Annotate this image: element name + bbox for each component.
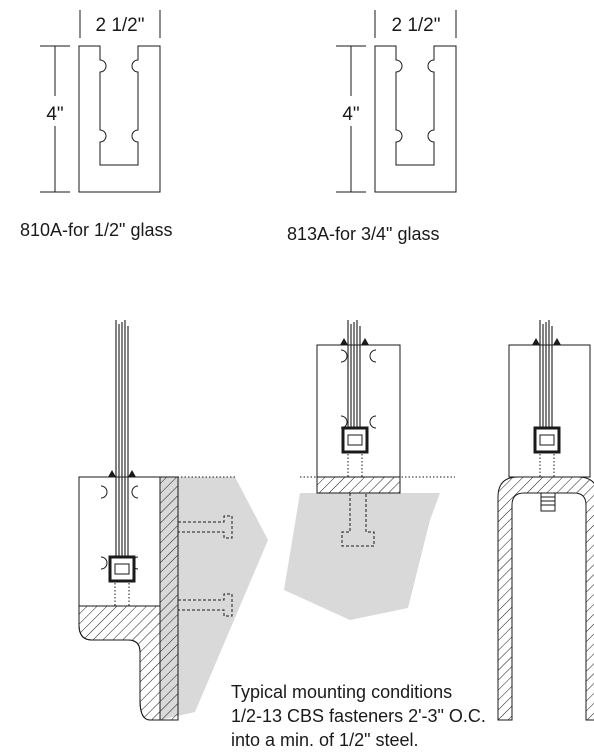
gasket-right: [361, 338, 369, 345]
profile-810a: 2 1/2" 4" 810A-for 1/2" glass: [20, 10, 172, 240]
steel-plate: [159, 476, 179, 721]
note-line-1: Typical mounting conditions: [231, 682, 452, 702]
fastener-lower: [178, 593, 233, 617]
mounting-notes: Typical mounting conditions 1/2-13 CBS f…: [231, 682, 486, 750]
note-line-2: 1/2-13 CBS fasteners 2'-3" O.C.: [231, 706, 486, 726]
profile-outline: [78, 45, 161, 193]
tapped-fastener: [540, 492, 556, 512]
gasket-right: [128, 470, 136, 477]
note-line-3: into a min. of 1/2" steel.: [231, 730, 419, 750]
top-mount-detail: [284, 320, 455, 620]
caption-813a: 813A-for 3/4" glass: [287, 224, 439, 244]
gasket-right: [553, 338, 561, 345]
tube-mount-detail: [497, 320, 594, 721]
shoe-body: [316, 344, 401, 478]
profile-813a: 2 1/2" 4" 813A-for 3/4" glass: [287, 10, 457, 244]
glass-panel: [539, 320, 553, 428]
width-dimension-label: 2 1/2": [95, 15, 144, 36]
width-dimension-label: 2 1/2": [391, 15, 440, 36]
gasket-left: [108, 470, 116, 477]
height-dimension-label: 4": [342, 104, 359, 125]
shoe-base-hatch: [78, 605, 161, 721]
steel-tube: [497, 476, 594, 721]
glass-panel: [347, 320, 361, 428]
glass-panel: [115, 320, 129, 556]
base-plate: [316, 476, 401, 494]
height-dimension-label: 4": [46, 104, 63, 125]
fastener-upper: [178, 515, 233, 539]
concrete-shade: [284, 493, 440, 620]
concrete-shade: [160, 477, 268, 720]
setting-block: [341, 426, 369, 454]
gasket-left: [532, 338, 540, 345]
gasket-left: [340, 338, 348, 345]
anchor-bolt: [341, 493, 375, 547]
setting-block: [108, 555, 136, 583]
caption-810a: 810A-for 1/2" glass: [20, 220, 172, 240]
side-mount-detail: [78, 320, 268, 721]
profile-outline: [374, 45, 457, 193]
